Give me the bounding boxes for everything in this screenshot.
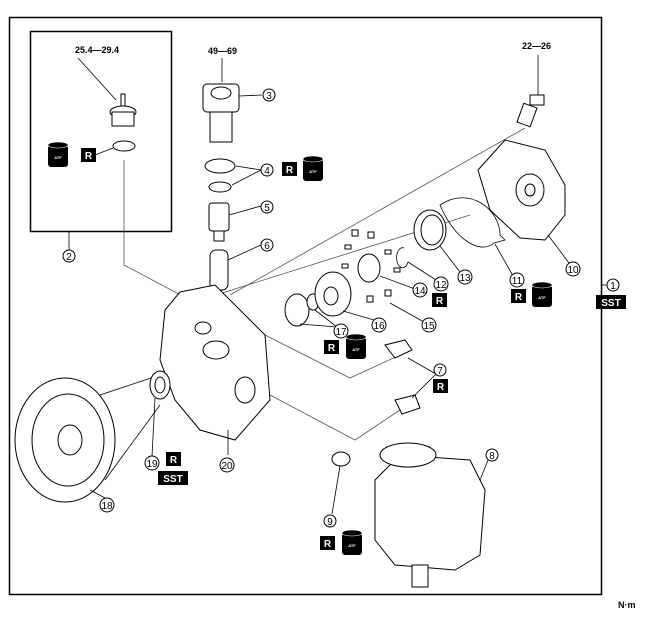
callout-6: 6 [260,238,274,252]
callout-18: 18 [99,497,115,513]
callout-number: 13 [459,273,471,284]
connector-part [202,58,263,291]
callout-number: 12 [435,280,447,291]
torque-label-connector: 49—69 [208,46,237,56]
o-ring [204,158,236,174]
callout-number: 3 [266,91,272,102]
sst-badge-label: SST [163,474,182,485]
pump-body-part [159,284,271,455]
callout-12: 12 [433,276,449,292]
replace-badge: R [324,340,339,354]
replace-badge-label: R [324,539,332,550]
sst-badges: SST SST [158,295,626,485]
torque-label-check-valve: 25.4—29.4 [75,45,119,55]
replace-badge: R [81,148,96,162]
callout-number: 18 [101,501,113,512]
callout-number: 4 [264,166,270,177]
callout-number: 19 [146,459,158,470]
replace-badge: R [432,293,447,307]
control-valve [208,202,230,232]
callout-10: 10 [565,261,581,277]
callout-4: 4 [260,163,274,177]
replace-badge-label: R [437,382,445,393]
callout-8: 8 [485,448,499,462]
replace-badge-label: R [170,455,178,466]
rotor [357,253,381,283]
atf-label: ATF [309,169,317,174]
callout-number: 16 [373,321,385,332]
sst-badge: SST [596,295,626,309]
replace-badge-label: R [515,292,523,303]
replace-badge-label: R [436,296,444,307]
callout-number: 2 [66,252,72,263]
atf-label: ATF [538,295,546,300]
sst-badge: SST [158,471,188,485]
callout-17: 17 [333,323,349,339]
rotor-group-part [284,197,514,328]
bolt [529,94,545,106]
replace-badge-label: R [85,151,93,162]
callout-11: 11 [509,272,525,288]
atf-can-icon: ATF [302,155,324,181]
callout-number: 14 [414,286,426,297]
replace-badge: R [320,536,335,550]
replace-badge-label: R [328,343,336,354]
replace-badge: R [166,452,181,466]
callout-number: 1 [610,281,616,292]
callout-9: 9 [323,514,337,528]
torque-label-bolt: 22—26 [522,41,551,51]
callout-19: 19 [144,455,160,471]
snap-ring [396,247,409,269]
callout-1: 1 [606,278,620,292]
callout-3: 3 [262,88,276,102]
gasket [439,197,506,248]
callouts: 1 2 3 4 5 6 7 8 9 10 11 12 13 14 15 16 1… [62,88,620,528]
callout-number: 6 [264,241,270,252]
callout-13: 13 [457,269,473,285]
check-valve-part [77,57,137,156]
atf-can-icon: ATF [47,141,69,167]
atf-can-icon: ATF [341,529,363,555]
o-ring [208,181,232,193]
callout-14: 14 [412,282,428,298]
replace-badge: R [282,162,297,176]
callout-2: 2 [62,249,76,263]
clip-part [384,339,437,415]
replace-badge: R [433,379,448,393]
replace-badge-label: R [286,165,294,176]
callout-number: 15 [423,321,435,332]
replace-badges: R R R R R R R R [81,148,526,550]
callout-7: 7 [433,363,447,377]
atf-label: ATF [348,543,356,548]
callout-number: 7 [437,366,443,377]
callout-number: 20 [221,461,233,472]
callout-20: 20 [219,457,235,473]
replace-badge: R [511,289,526,303]
o-ring [112,140,136,152]
o-ring [331,451,351,467]
callout-number: 5 [264,203,270,214]
callout-number: 10 [567,265,579,276]
callout-15: 15 [421,317,437,333]
callout-5: 5 [260,200,274,214]
inset-frame [29,30,173,233]
callout-number: 9 [327,517,333,528]
atf-can-icon: ATF [531,281,553,307]
torque-unit: N·m [618,600,636,610]
callout-number: 11 [512,276,523,287]
atf-label: ATF [352,347,360,352]
atf-label: ATF [54,155,62,160]
callout-16: 16 [371,317,387,333]
rear-cover-part [477,55,570,264]
reservoir-part [331,442,489,588]
atf-can-icon: ATF [345,333,367,359]
callout-number: 8 [489,451,495,462]
pulley-part [14,370,171,503]
atf-fluid-icons: ATF ATF ATF ATF ATF [47,141,553,555]
callout-number: 17 [335,327,347,338]
sst-badge-label: SST [601,298,620,309]
spring [209,249,229,291]
